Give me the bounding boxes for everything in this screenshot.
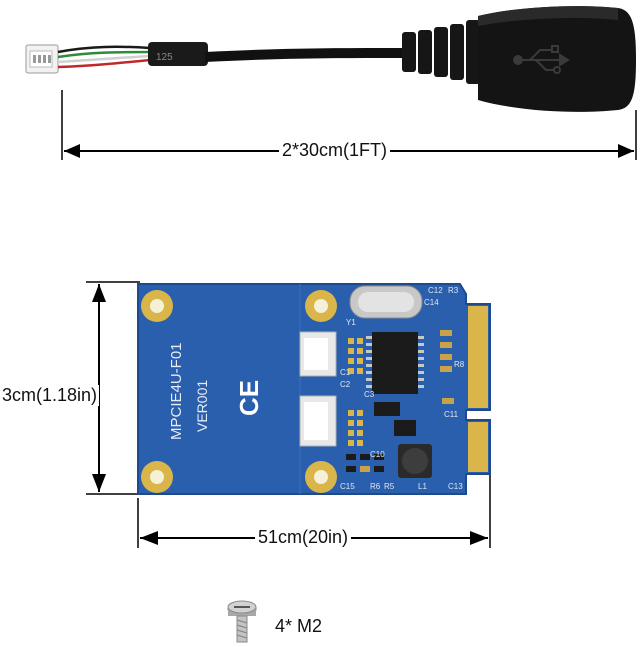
black-cable bbox=[148, 42, 405, 66]
edge-contacts bbox=[468, 306, 488, 472]
silk-r6: R6 bbox=[370, 482, 381, 491]
silk-c3: C3 bbox=[364, 390, 375, 399]
silk-r8: R8 bbox=[454, 360, 465, 369]
board-height-label: 3cm(1.18in) bbox=[0, 385, 100, 406]
silk-r5: R5 bbox=[384, 482, 395, 491]
cable-wires bbox=[57, 45, 151, 69]
ce-mark: CE bbox=[234, 379, 264, 416]
header-pads bbox=[348, 338, 363, 446]
crystal-oscillator bbox=[349, 285, 423, 319]
silk-c12: C12 bbox=[428, 286, 443, 295]
inductor bbox=[398, 444, 432, 478]
usb-symbol-icon bbox=[513, 45, 570, 74]
silk-c1: C1 bbox=[340, 368, 351, 377]
cable-length-label: 2*30cm(1FT) bbox=[279, 140, 391, 161]
board-width-label: 51cm(20in) bbox=[255, 527, 352, 548]
board-height-dimension bbox=[86, 281, 140, 495]
silk-c15: C15 bbox=[340, 482, 355, 491]
wire-print-text: 125 bbox=[156, 52, 173, 63]
board-model-text: MPCIE4U-F01 bbox=[168, 342, 185, 440]
mini-pcie-board-image bbox=[86, 281, 491, 548]
usb-cable-image: 125 bbox=[25, 6, 637, 160]
silk-c2: C2 bbox=[340, 380, 351, 389]
usb-hub-chip bbox=[366, 332, 424, 394]
silk-y1: Y1 bbox=[346, 318, 356, 327]
m2-screw-image bbox=[227, 600, 257, 643]
strain-relief bbox=[402, 20, 480, 84]
board-version-text: VER001 bbox=[194, 379, 210, 432]
silk-c10: C10 bbox=[370, 450, 385, 459]
smd-components bbox=[346, 330, 454, 472]
jst-headers bbox=[299, 331, 337, 447]
silk-r3: R3 bbox=[448, 286, 459, 295]
silk-c11: C11 bbox=[444, 410, 459, 419]
silk-c14: C14 bbox=[424, 298, 439, 307]
screw-label: 4* M2 bbox=[275, 616, 323, 636]
silk-c13: C13 bbox=[448, 482, 463, 491]
usb-a-female-connector bbox=[478, 6, 636, 112]
mounting-holes bbox=[141, 290, 337, 493]
silk-l1: L1 bbox=[418, 482, 427, 491]
jst-connector bbox=[25, 44, 59, 74]
